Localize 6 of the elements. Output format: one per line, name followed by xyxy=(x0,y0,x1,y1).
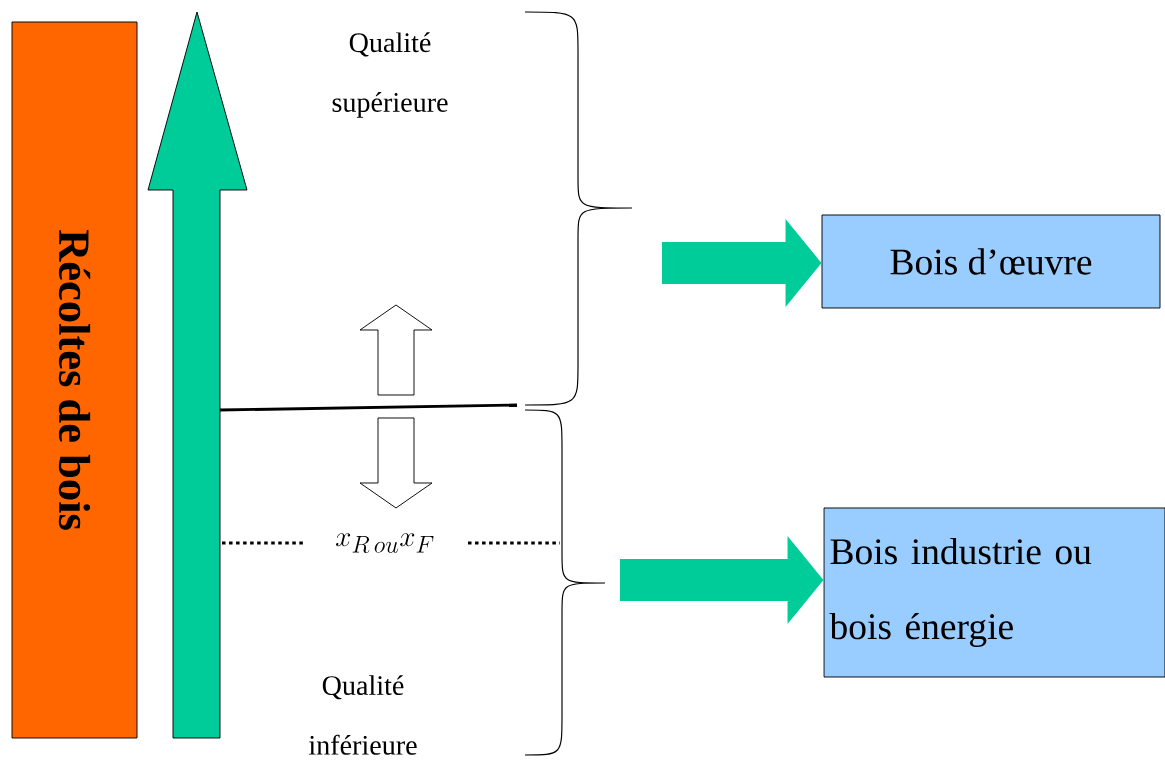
threshold-label: $x_{R\,ou}x_{F}$ xyxy=(336,533,434,554)
harvest-bar: Récoltes de bois xyxy=(11,21,138,739)
product-box: Bois d’œuvre xyxy=(821,214,1161,309)
quality-label: Qualité supérieure xyxy=(332,32,448,118)
product-box: Bois industrie ou bois énergie xyxy=(823,507,1165,678)
quality-label: Qualité inférieure xyxy=(308,675,417,755)
